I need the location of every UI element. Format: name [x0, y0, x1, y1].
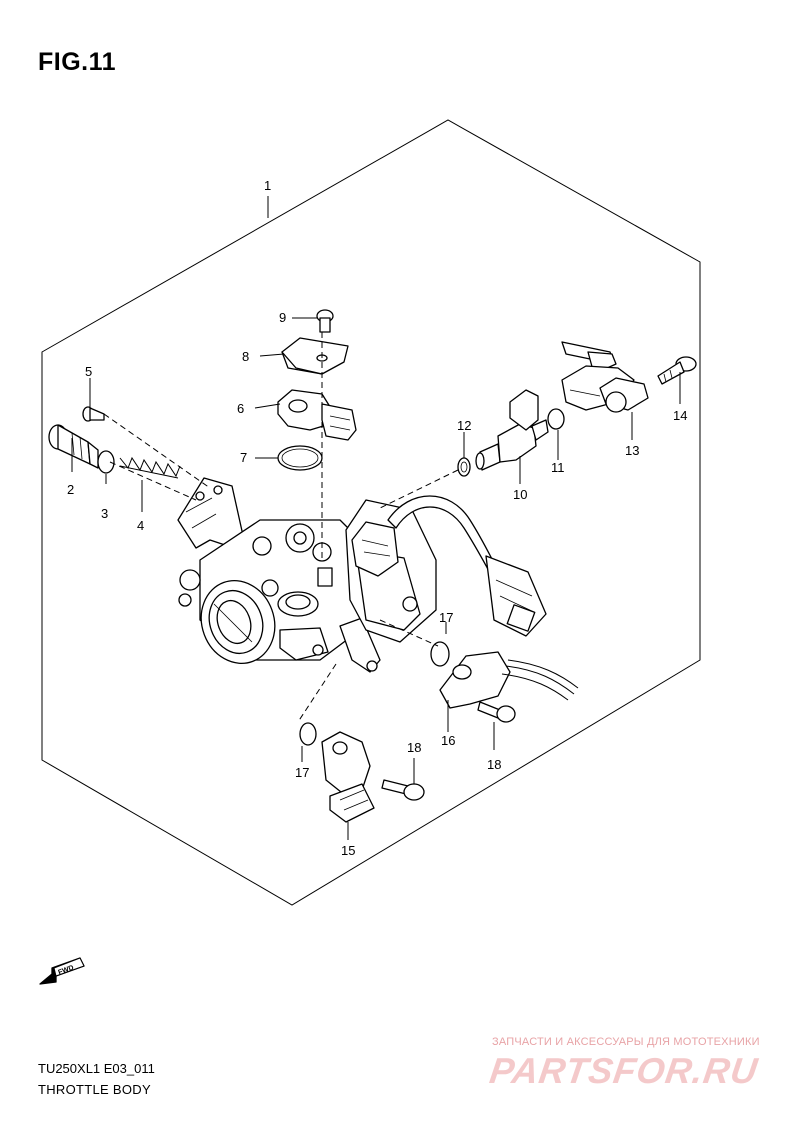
part-17-oring-left — [299, 722, 317, 746]
part-4-spring — [119, 456, 181, 479]
callout-9: 9 — [279, 310, 286, 325]
section-name: THROTTLE BODY — [38, 1082, 151, 1097]
callout-10: 10 — [513, 487, 527, 502]
throttle-body — [177, 477, 547, 673]
part-14-bolt — [657, 356, 697, 385]
part-6-sensor — [277, 389, 357, 441]
callout-15: 15 — [341, 843, 355, 858]
part-3-oring — [97, 450, 115, 474]
callout-17-upper: 17 — [439, 610, 453, 625]
callout-6: 6 — [237, 401, 244, 416]
callout-1: 1 — [264, 178, 271, 193]
callout-3: 3 — [101, 506, 108, 521]
part-7-oring — [277, 445, 323, 471]
watermark-tagline: ЗАПЧАСТИ И АКСЕССУАРЫ ДЛЯ МОТОТЕХНИКИ — [492, 1036, 760, 1048]
figure-title: FIG.11 — [38, 48, 117, 76]
part-13-fuel-pipe — [561, 341, 649, 413]
callout-13: 13 — [625, 443, 639, 458]
part-18-bolt-upper — [477, 701, 516, 723]
watermark-logo: PARTSFOR.RU — [487, 1050, 761, 1091]
callout-4: 4 — [137, 518, 144, 533]
part-11-oring — [547, 408, 565, 430]
part-5-screw — [82, 406, 105, 422]
callout-7: 7 — [240, 450, 247, 465]
callout-14: 14 — [673, 408, 687, 423]
part-2-cap — [48, 424, 99, 469]
leader-lines — [71, 196, 681, 840]
callout-8: 8 — [242, 349, 249, 364]
callout-11: 11 — [551, 460, 565, 475]
part-9-screw — [316, 309, 334, 333]
part-8-plate — [281, 337, 349, 375]
part-12-seal — [457, 457, 471, 477]
part-16-sensor — [439, 651, 579, 709]
callout-12: 12 — [457, 418, 471, 433]
assembly-boundary — [41, 119, 701, 906]
part-18-bolt-lower — [381, 779, 425, 801]
callout-16: 16 — [441, 733, 455, 748]
callout-17-lower: 17 — [295, 765, 309, 780]
callouts: 1 2 3 4 5 6 7 8 9 10 11 12 13 14 15 16 1… — [67, 178, 687, 858]
callout-2: 2 — [67, 482, 74, 497]
part-15-sensor — [321, 731, 375, 823]
part-17-oring-right — [430, 641, 450, 667]
fwd-arrow-icon: FWD — [39, 957, 85, 985]
part-10-injector — [475, 389, 549, 471]
callout-18-upper: 18 — [487, 757, 501, 772]
callout-5: 5 — [85, 364, 92, 379]
model-code: TU250XL1 E03_011 — [38, 1061, 155, 1076]
callout-18-lower: 18 — [407, 740, 421, 755]
